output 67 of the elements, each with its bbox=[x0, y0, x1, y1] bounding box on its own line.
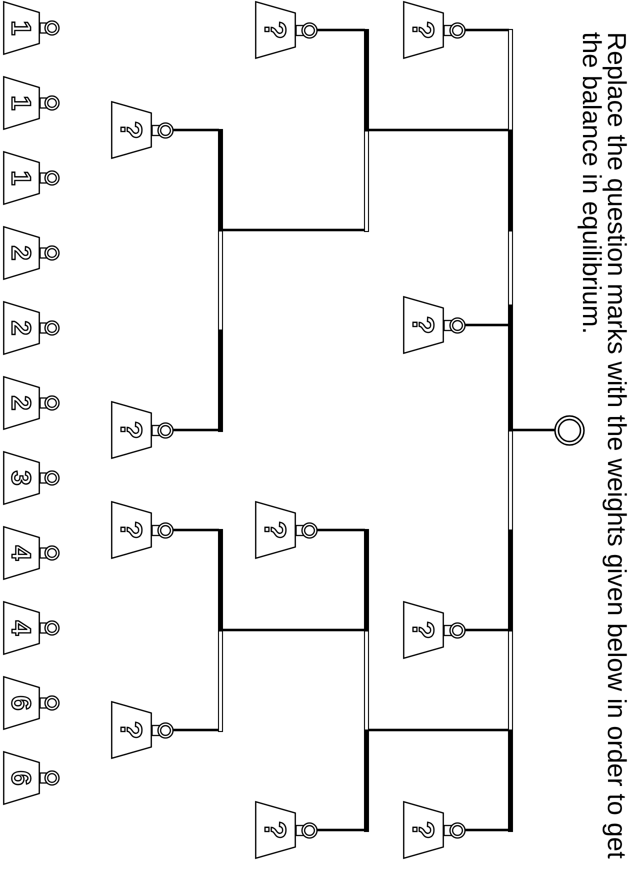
hanging-weight bbox=[255, 501, 318, 559]
weight-value: ? bbox=[408, 620, 438, 640]
hanging-line bbox=[317, 528, 365, 532]
weight-value: 1 bbox=[7, 20, 34, 36]
hanging-weight bbox=[3, 1, 60, 55]
hanging-weight bbox=[3, 376, 60, 430]
weight-value: 6 bbox=[7, 770, 34, 786]
hanging-line bbox=[173, 428, 219, 432]
balance-beam bbox=[364, 28, 370, 232]
hanging-line bbox=[222, 628, 365, 632]
hanging-weight bbox=[403, 296, 466, 354]
hanging-line bbox=[368, 728, 509, 732]
hanging-weight bbox=[3, 76, 60, 130]
hanging-weight bbox=[3, 226, 60, 280]
hanging-line bbox=[222, 228, 365, 232]
hanging-weight bbox=[3, 676, 60, 730]
weight-value: 6 bbox=[7, 695, 34, 711]
hanging-weight bbox=[3, 601, 60, 655]
weight-value: 2 bbox=[7, 395, 34, 411]
hanging-weight bbox=[403, 601, 466, 659]
hanging-weight bbox=[255, 1, 318, 59]
hanging-weight bbox=[3, 301, 60, 355]
weight-value: 2 bbox=[7, 320, 34, 336]
hanging-line bbox=[173, 728, 219, 732]
weight-value: ? bbox=[116, 520, 146, 540]
hanging-line bbox=[368, 128, 509, 132]
weight-value: 2 bbox=[7, 245, 34, 261]
hanging-line bbox=[317, 28, 365, 32]
weight-value: ? bbox=[408, 20, 438, 40]
hanging-weight bbox=[403, 1, 466, 59]
hanging-weight bbox=[3, 751, 60, 805]
hanging-weight bbox=[111, 501, 174, 559]
weight-value: 3 bbox=[7, 470, 34, 486]
weight-value: 1 bbox=[7, 95, 34, 111]
weight-value: ? bbox=[260, 820, 290, 840]
hanging-line bbox=[512, 428, 555, 432]
weight-value: 4 bbox=[7, 545, 34, 561]
weight-value: ? bbox=[116, 420, 146, 440]
hanging-weight bbox=[403, 801, 466, 859]
balance-beam bbox=[364, 528, 370, 832]
weight-value: ? bbox=[408, 820, 438, 840]
hanging-line bbox=[465, 28, 509, 32]
balance-beam bbox=[218, 528, 224, 732]
hanging-line bbox=[465, 628, 509, 632]
balance-beam bbox=[218, 128, 224, 432]
hanging-line bbox=[465, 828, 509, 832]
instruction-text: Replace the question marks with the weights given below in order to get the balance in equilibrium. bbox=[579, 32, 629, 861]
weight-value: 4 bbox=[7, 620, 34, 636]
hanging-weight bbox=[3, 151, 60, 205]
ring-icon bbox=[554, 414, 586, 446]
hanging-line bbox=[465, 324, 509, 326]
hanging-weight bbox=[111, 101, 174, 159]
hanging-weight bbox=[111, 401, 174, 459]
hanging-weight bbox=[111, 701, 174, 759]
weight-value: ? bbox=[116, 720, 146, 740]
weight-value: 1 bbox=[7, 170, 34, 186]
weight-value: ? bbox=[260, 20, 290, 40]
hanging-weight bbox=[3, 526, 60, 580]
hanging-weight bbox=[3, 451, 60, 505]
weight-value: ? bbox=[116, 120, 146, 140]
hanging-line bbox=[173, 528, 219, 532]
hanging-weight bbox=[255, 801, 318, 859]
hanging-line bbox=[317, 828, 365, 832]
balance-beam bbox=[508, 28, 514, 832]
hanging-line bbox=[173, 128, 219, 132]
weight-value: ? bbox=[408, 316, 438, 334]
weight-value: ? bbox=[260, 520, 290, 540]
